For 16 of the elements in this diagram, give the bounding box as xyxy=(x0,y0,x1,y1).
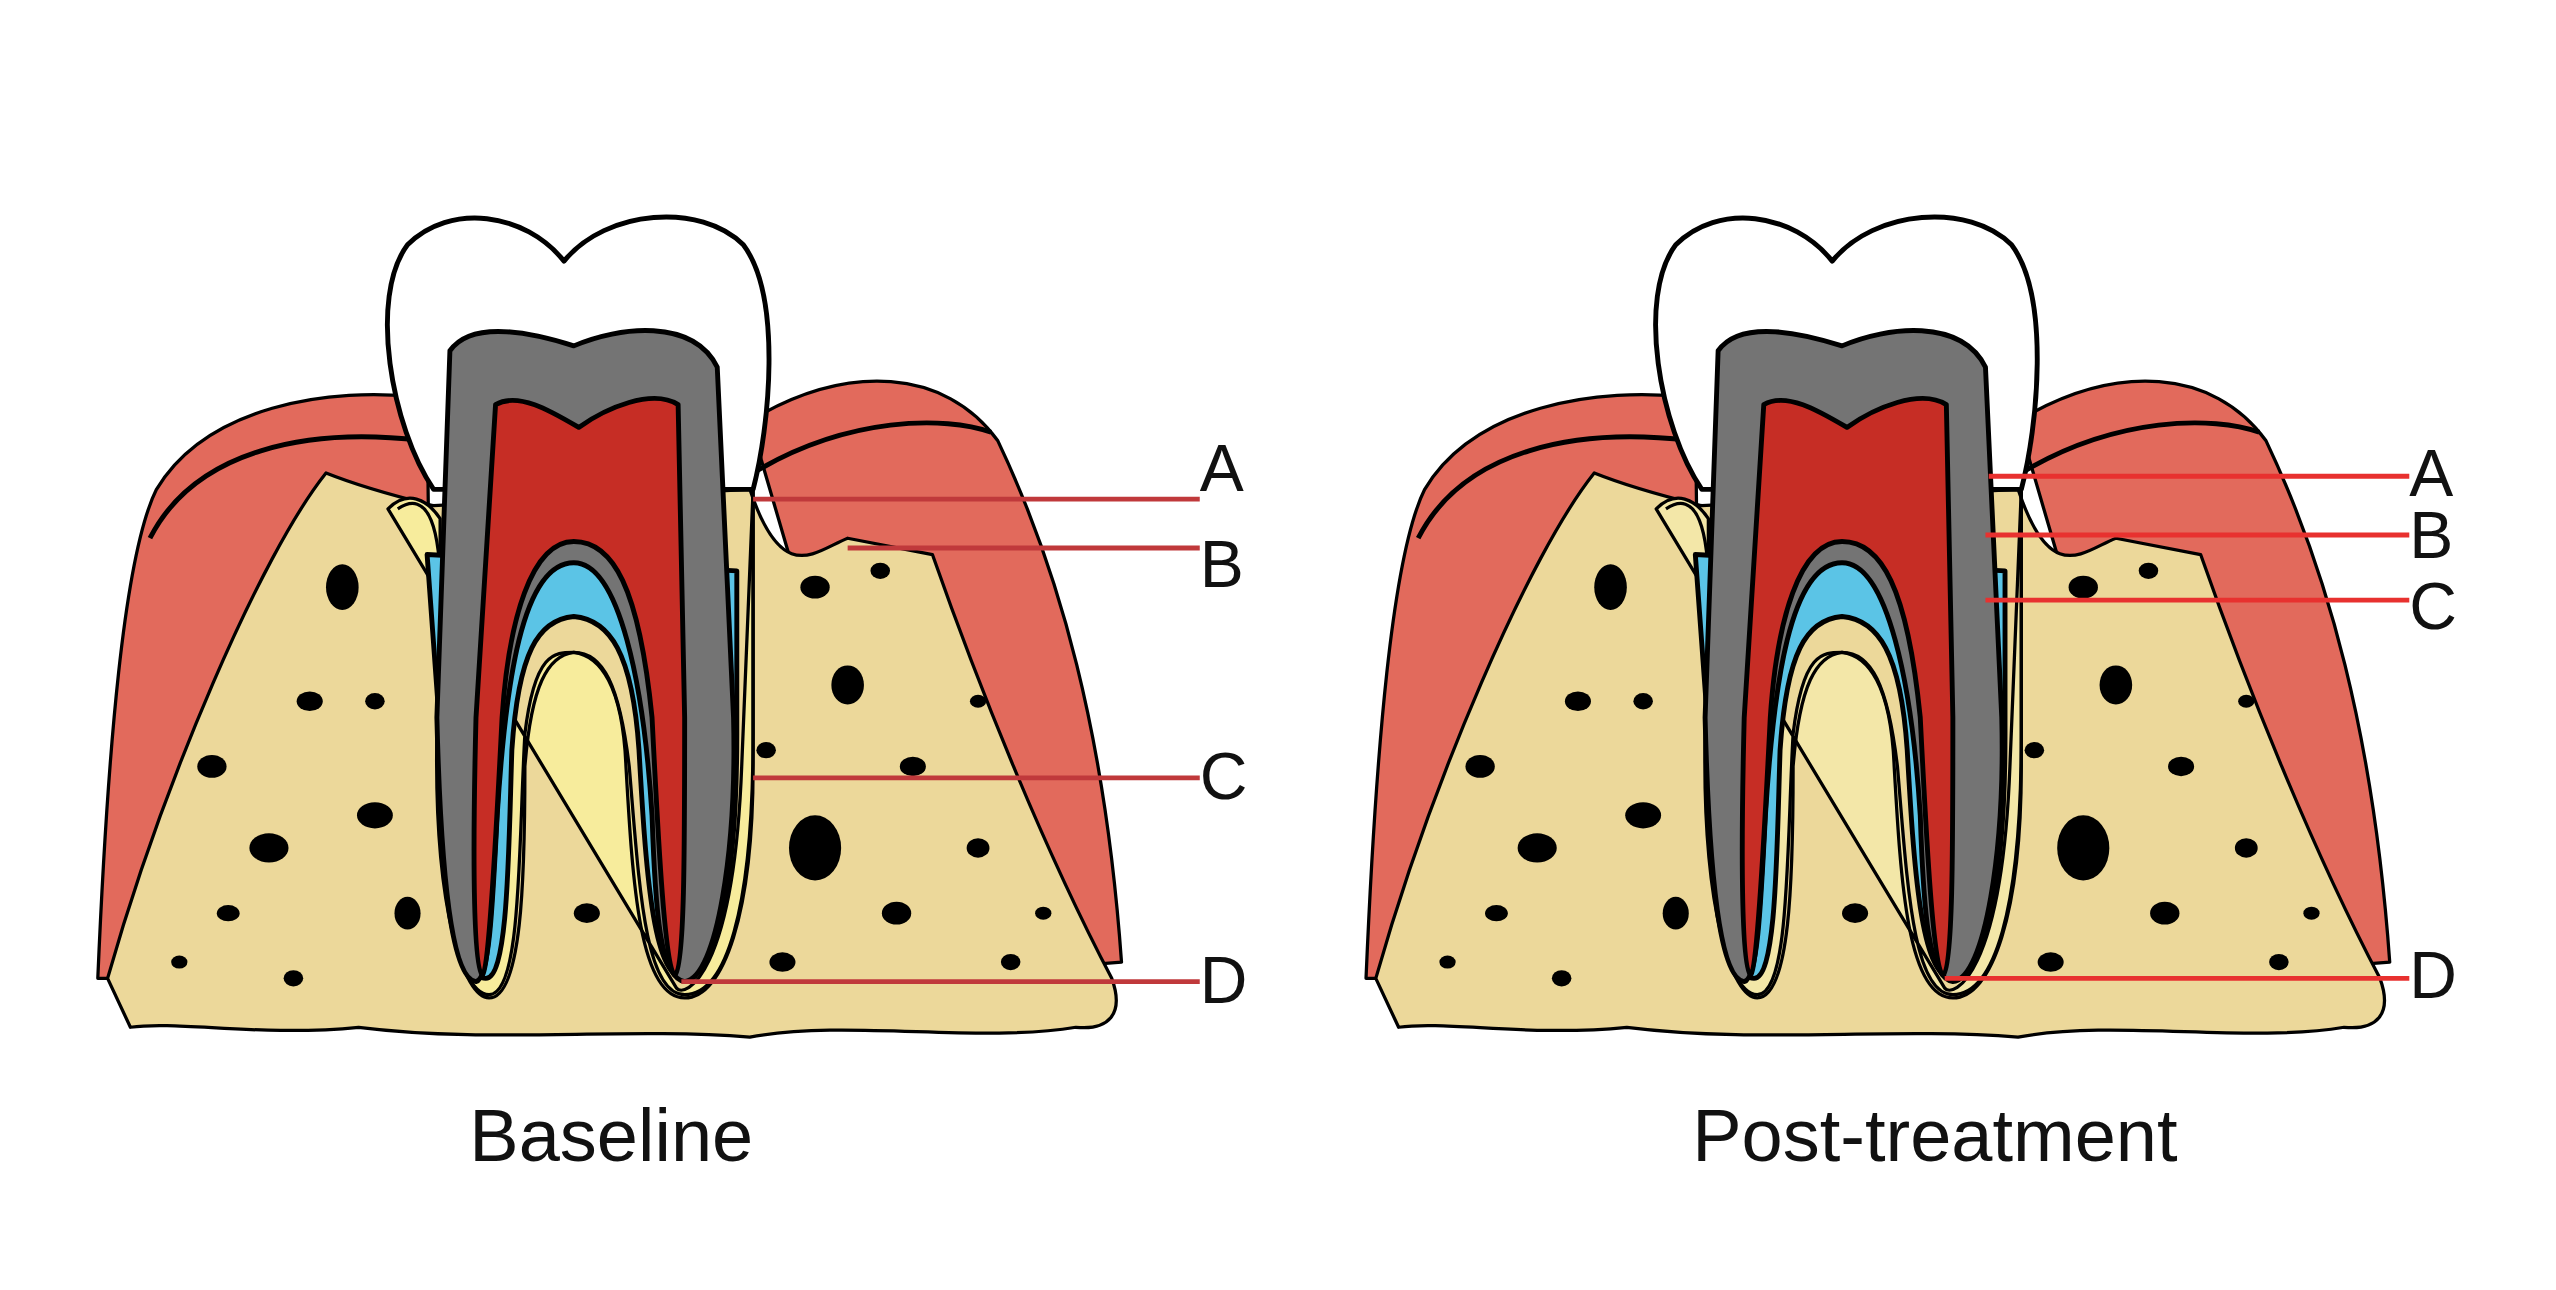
callout-letter: D xyxy=(2409,941,2457,1008)
leader-line xyxy=(1988,473,2410,479)
leader-line xyxy=(1985,597,2410,603)
leader-line xyxy=(847,545,1200,551)
leader-line xyxy=(1944,975,2410,981)
callout-letter: B xyxy=(1199,531,1244,597)
leader-line xyxy=(753,775,1200,781)
callout-letter: C xyxy=(2409,573,2457,640)
callout-letter: A xyxy=(1199,434,1244,501)
panel-caption: Baseline xyxy=(469,1096,754,1177)
leader-line xyxy=(1985,532,2410,538)
callout-letter: C xyxy=(1199,742,1248,809)
leader-line xyxy=(753,496,1200,502)
leader-line xyxy=(681,979,1200,985)
callout-letter: D xyxy=(1199,946,1248,1013)
panel-caption: Post-treatment xyxy=(1692,1096,2178,1177)
